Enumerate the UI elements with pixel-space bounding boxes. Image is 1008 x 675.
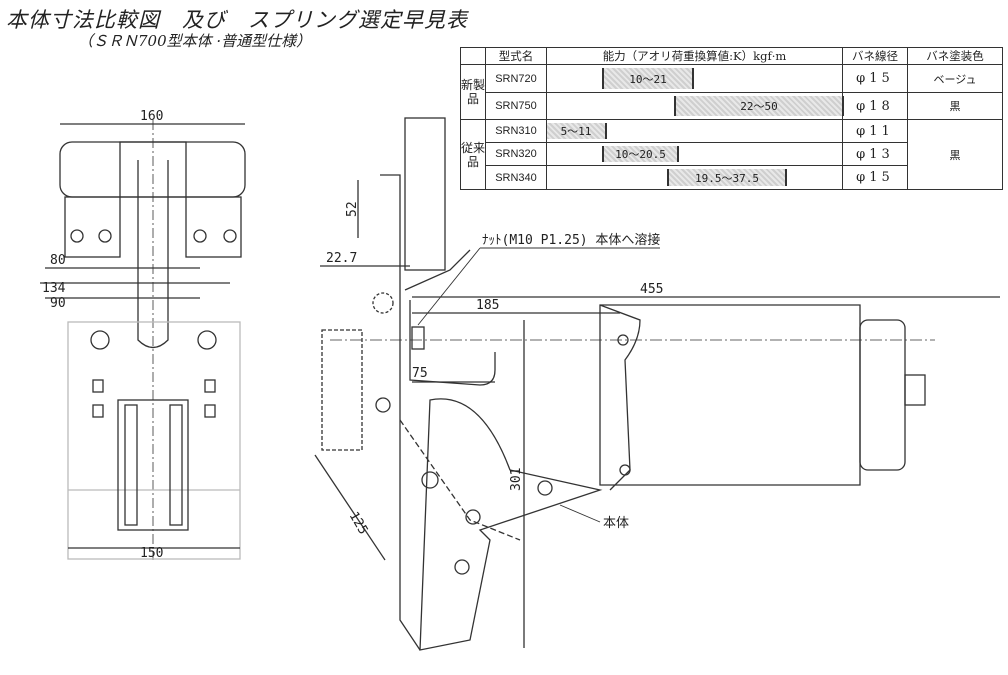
pin-icon <box>454 559 470 575</box>
hinge-post <box>380 174 421 651</box>
pin-icon <box>421 471 439 489</box>
dim-90: 90 <box>50 296 66 311</box>
pivot-icon <box>375 397 391 413</box>
dim-80: 80 <box>50 253 66 268</box>
bolt-hole-icon <box>98 229 112 243</box>
table-header-row: 型式名 能力（アオリ荷重換算値:K）kgf·m バネ線径 バネ塗装色 <box>460 47 1003 65</box>
spring-side <box>124 404 138 526</box>
adjust-nut-icon <box>904 374 926 406</box>
dim-150: 150 <box>140 546 163 561</box>
front-arm <box>137 160 169 349</box>
front-view: 160 80 134 90 150 <box>40 109 246 561</box>
dim-185: 185 <box>476 298 499 313</box>
nut-weld-label: ﾅｯﾄ(M10 P1.25) 本体へ溶接 <box>482 232 660 248</box>
pin-icon <box>537 480 553 496</box>
table-row: SRN320 10～20.5 φ13 <box>461 142 1003 166</box>
capacity-bar: 5～11 <box>547 123 607 139</box>
spring-selection-table: 型式名 能力（アオリ荷重換算値:K）kgf·m バネ線径 バネ塗装色 新製品 S… <box>460 47 1003 190</box>
capacity-bar: 10～20.5 <box>602 146 679 162</box>
dim-line <box>314 454 386 561</box>
slot <box>92 404 104 418</box>
dim-301: 301 <box>509 468 524 491</box>
dim-52: 52 <box>345 201 360 217</box>
spring-color-cell: 黒 <box>907 92 1003 120</box>
leader-line <box>417 247 481 326</box>
table-row: SRN750 22～50 φ18 黒 <box>461 92 1003 120</box>
header-spring-color: バネ塗装色 <box>907 47 1003 65</box>
dim-75: 75 <box>412 366 428 381</box>
table-row: SRN340 19.5～37.5 φ15 <box>461 165 1003 190</box>
slot <box>204 379 216 393</box>
bolt-hole-icon <box>193 229 207 243</box>
door-profile <box>321 329 363 451</box>
capacity-bar: 19.5～37.5 <box>667 169 787 186</box>
slot <box>204 404 216 418</box>
model-cell: SRN720 <box>485 64 547 93</box>
slot <box>92 379 104 393</box>
wire-diameter-cell: φ18 <box>842 92 908 120</box>
bolt-hole-icon <box>619 464 631 476</box>
front-body <box>67 321 241 560</box>
table-row: 従来品 SRN310 5～11 φ11 黒 <box>460 119 1003 190</box>
bolt-hole-icon <box>223 229 237 243</box>
right-plate <box>185 196 242 258</box>
spring-color-cell: ベージュ <box>907 64 1003 93</box>
dim-160: 160 <box>140 109 163 124</box>
spring-housing <box>599 304 861 486</box>
capacity-cell: 19.5～37.5 <box>546 165 843 190</box>
model-cell: SRN320 <box>485 142 547 166</box>
linkage-arm <box>419 398 603 651</box>
capacity-cell: 5～11 <box>546 119 843 143</box>
drawing-subtitle: （ＳＲＮ700型本体 ·普通型仕様） <box>78 32 312 50</box>
mount-plate <box>404 117 446 271</box>
capacity-cell: 10～20.5 <box>546 142 843 166</box>
bolt-hole-icon <box>70 229 84 243</box>
left-plate <box>64 196 121 258</box>
wire-diameter-cell: φ11 <box>842 119 908 143</box>
model-cell: SRN310 <box>485 119 547 143</box>
spring-color-cell: 黒 <box>907 119 1003 190</box>
housing-flange <box>599 304 641 491</box>
spring-side <box>169 404 183 526</box>
nut-icon <box>90 330 110 350</box>
body-label: 本体 <box>603 516 629 531</box>
drawing-title: 本体寸法比較図 及び スプリング選定早見表 <box>6 8 468 32</box>
wire-diameter-cell: φ15 <box>842 64 908 93</box>
wire-diameter-cell: φ15 <box>842 165 908 190</box>
spring-frame <box>117 399 189 531</box>
open-position <box>399 419 521 541</box>
pin-icon <box>465 509 481 525</box>
capacity-cell: 22～50 <box>546 92 844 120</box>
front-top-bracket <box>59 141 246 198</box>
pivot-icon <box>372 292 394 314</box>
capacity-bar: 22～50 <box>674 96 844 116</box>
side-view: 52 22.7 455 185 75 301 125 ﾅｯﾄ(M10 P1.25… <box>314 117 1000 651</box>
nut-icon <box>197 330 217 350</box>
capacity-bar: 10～21 <box>602 68 694 89</box>
leader-line <box>559 504 601 523</box>
weld-nut-icon <box>411 326 425 350</box>
dim-22-7: 22.7 <box>326 251 357 266</box>
dim-455: 455 <box>640 282 663 297</box>
dim-134: 134 <box>42 281 66 296</box>
weld-line <box>404 249 471 291</box>
group-old-products: 従来品 <box>460 119 486 190</box>
spring-end-cap <box>859 319 906 471</box>
group-new-products: 新製品 <box>460 64 486 120</box>
